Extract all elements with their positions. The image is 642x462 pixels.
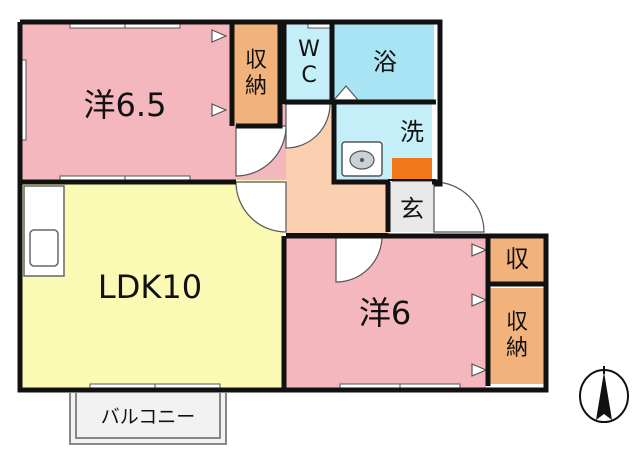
wc-room: [286, 24, 332, 100]
storage-label-b-char2: 納: [505, 336, 528, 361]
bath-room: [334, 24, 434, 100]
washroom-label: 洗: [400, 118, 424, 146]
storage-label-a-char1: 収: [244, 48, 267, 73]
balcony-label: バルコニー: [100, 405, 196, 428]
room-label-western-6-5: 洋6.5: [83, 86, 167, 124]
storage-large-b: [490, 288, 544, 384]
storage-label-b-char1: 収: [505, 310, 528, 335]
thin-partitions: [286, 179, 436, 235]
bath-label: 浴: [373, 48, 397, 76]
room-label-ldk: LDK10: [97, 268, 203, 306]
door-swings: [235, 85, 485, 283]
north-arrow-icon: [579, 366, 629, 423]
walls: [17, 19, 549, 393]
storage-small: [490, 236, 544, 282]
storage-label-small: 収: [505, 245, 529, 273]
wc-label-char2: C: [301, 63, 317, 88]
shoe-box: [392, 158, 432, 182]
storage-label-a-char2: 納: [244, 74, 267, 99]
room-ldk: [22, 180, 284, 388]
balcony-rail: [69, 392, 227, 445]
balcony-floor: [70, 392, 226, 444]
wc-label-char1: W: [298, 37, 320, 62]
wc-label: W C: [286, 30, 332, 96]
kitchen-sink-icon: [29, 229, 59, 267]
entrance-floor: [390, 182, 434, 232]
drain-icon: [360, 158, 364, 162]
room-western-6: [286, 236, 486, 388]
storage-large-a: [234, 24, 278, 124]
storage-label-a: 収 納: [234, 34, 278, 114]
storage-label-b: 収 納: [490, 296, 544, 376]
entrance-label: 玄: [400, 195, 424, 223]
sliding-door-marks: [211, 29, 488, 377]
room-label-western-6: 洋6: [358, 294, 412, 332]
